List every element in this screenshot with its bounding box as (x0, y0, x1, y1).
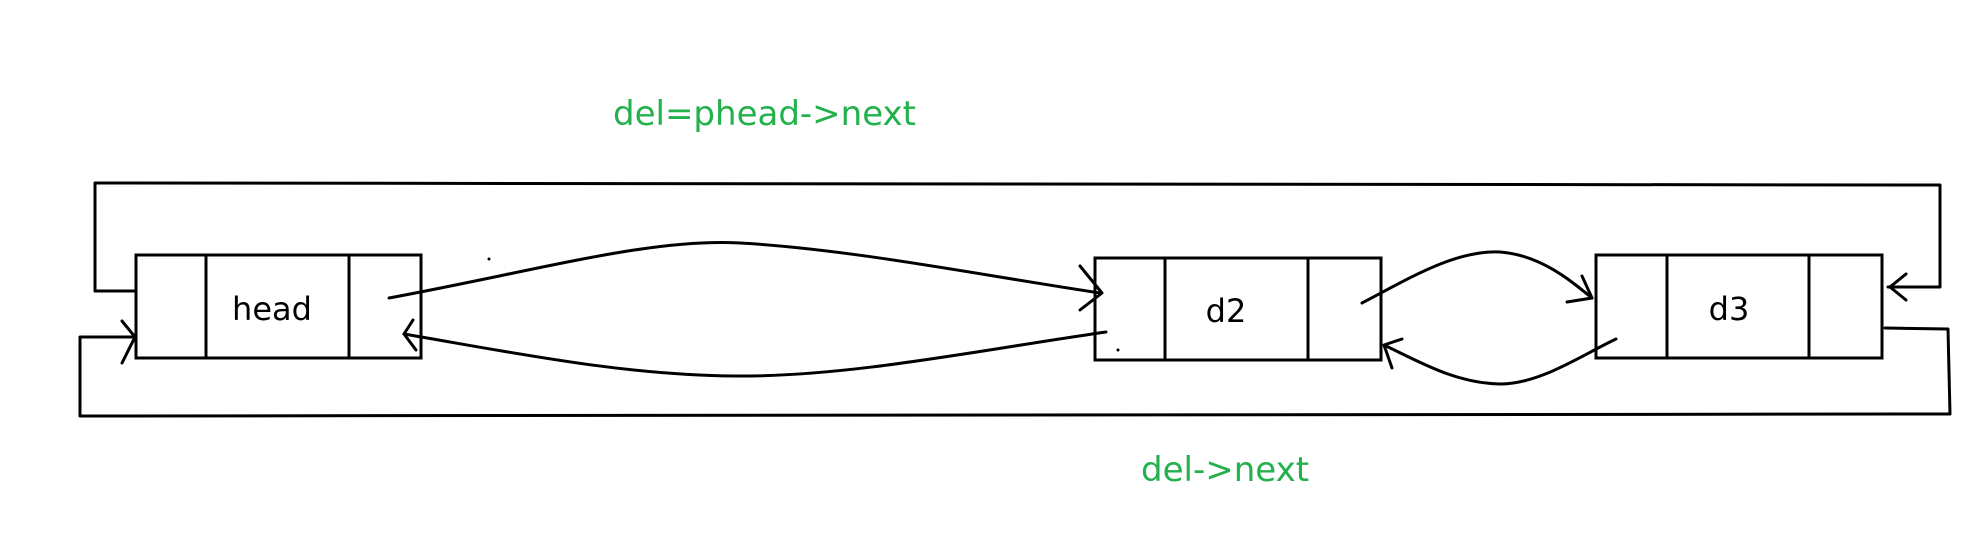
node-d3-label: d3 (1709, 290, 1750, 328)
stray-dot (487, 257, 491, 261)
node-head-box (134, 253, 423, 360)
node-head: head (134, 253, 423, 360)
arrow-d2-to-head (402, 318, 1108, 378)
node-d3-box (1594, 253, 1884, 360)
node-d3: d3 (1594, 253, 1884, 360)
outer-loop-bottom (78, 319, 1952, 418)
node-head-label: head (232, 290, 312, 328)
node-d2-box (1093, 256, 1383, 362)
outer-loop-top (93, 181, 1942, 302)
arrow-d2-to-d3 (1360, 250, 1594, 305)
arrow-head-to-d2 (387, 241, 1104, 312)
annotation-top: del=phead->next (613, 94, 916, 134)
node-d2-label: d2 (1206, 292, 1247, 330)
arrow-d3-to-d2 (1382, 337, 1618, 386)
annotation-bottom: del->next (1141, 450, 1309, 490)
node-d2: d2 (1093, 256, 1383, 362)
stray-dot (1116, 348, 1120, 352)
